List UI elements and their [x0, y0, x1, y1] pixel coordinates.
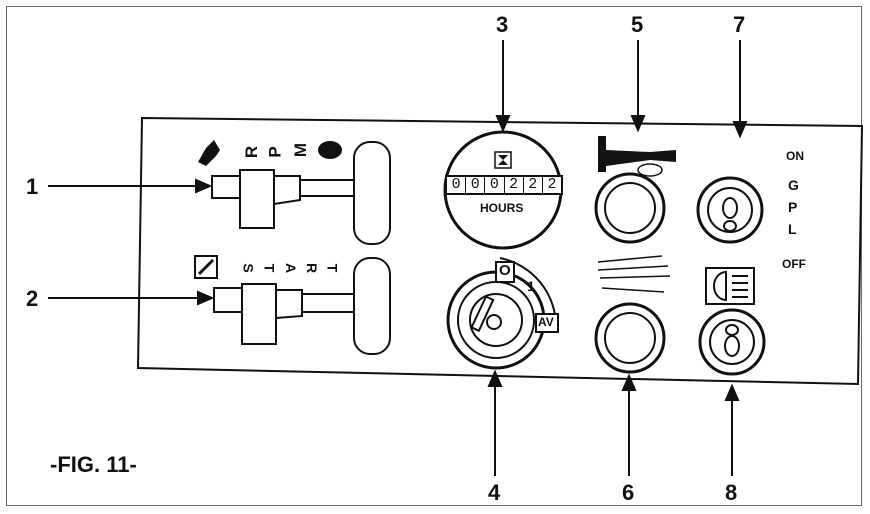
- figure-frame: [6, 6, 862, 506]
- throttle-lever[interactable]: [211, 141, 391, 245]
- gpl-letter-p: P: [788, 199, 798, 215]
- start-letter-t2: T: [324, 263, 341, 273]
- callout-3: 3: [496, 12, 509, 37]
- warning-lamp: [594, 302, 666, 374]
- callout-2: 2: [26, 286, 39, 311]
- rpm-letter-p: P: [265, 146, 285, 158]
- counter-digit: 2: [505, 177, 524, 193]
- rpm-letter-r: R: [242, 145, 262, 159]
- start-letter-s: S: [240, 263, 257, 273]
- turtle-icon: [318, 141, 342, 159]
- gpl-on-label: ON: [786, 149, 804, 163]
- rabbit-icon: [198, 140, 220, 166]
- gpl-letter-g: G: [788, 177, 799, 193]
- figure-caption: -FIG. 11-: [50, 452, 137, 477]
- key-position-o-box: [495, 261, 515, 283]
- callout-8: 8: [725, 480, 738, 505]
- gpl-toggle-switch[interactable]: [696, 176, 764, 244]
- counter-digit: 0: [466, 177, 486, 193]
- callout-6: 6: [622, 480, 635, 505]
- hour-meter-counter: 0 0 0 2 2 2: [445, 175, 563, 195]
- gpl-off-label: OFF: [782, 257, 806, 271]
- headlight-toggle-switch[interactable]: [698, 308, 766, 376]
- start-letter-t1: T: [261, 263, 278, 273]
- choke-icon: [194, 255, 218, 279]
- callout-7: 7: [733, 12, 746, 37]
- start-letter-a: A: [283, 262, 300, 274]
- key-position-1: 1: [527, 278, 535, 294]
- counter-digit: 2: [547, 176, 557, 193]
- callout-1: 1: [26, 174, 39, 199]
- warning-lamp-icon: [597, 255, 671, 293]
- headlight-icon: [705, 267, 755, 305]
- counter-digit: 0: [485, 177, 505, 193]
- gpl-letter-l: L: [788, 221, 797, 237]
- hour-meter-label: HOURS: [480, 201, 524, 215]
- key-position-o: O: [499, 262, 511, 279]
- start-letter-r: R: [304, 262, 321, 274]
- counter-digit: 0: [447, 177, 467, 193]
- rpm-letter-m: M: [291, 142, 311, 158]
- key-position-av: AV: [538, 315, 554, 329]
- horn-button[interactable]: [594, 172, 666, 244]
- ignition-key-switch[interactable]: [446, 257, 558, 370]
- key-position-av-box: [535, 313, 559, 333]
- callout-4: 4: [488, 480, 501, 505]
- counter-digit: 2: [524, 177, 543, 193]
- horn-icon: [598, 136, 676, 172]
- choke-start-lever[interactable]: [213, 257, 391, 355]
- callout-5: 5: [631, 12, 644, 37]
- hourglass-icon: [494, 151, 512, 169]
